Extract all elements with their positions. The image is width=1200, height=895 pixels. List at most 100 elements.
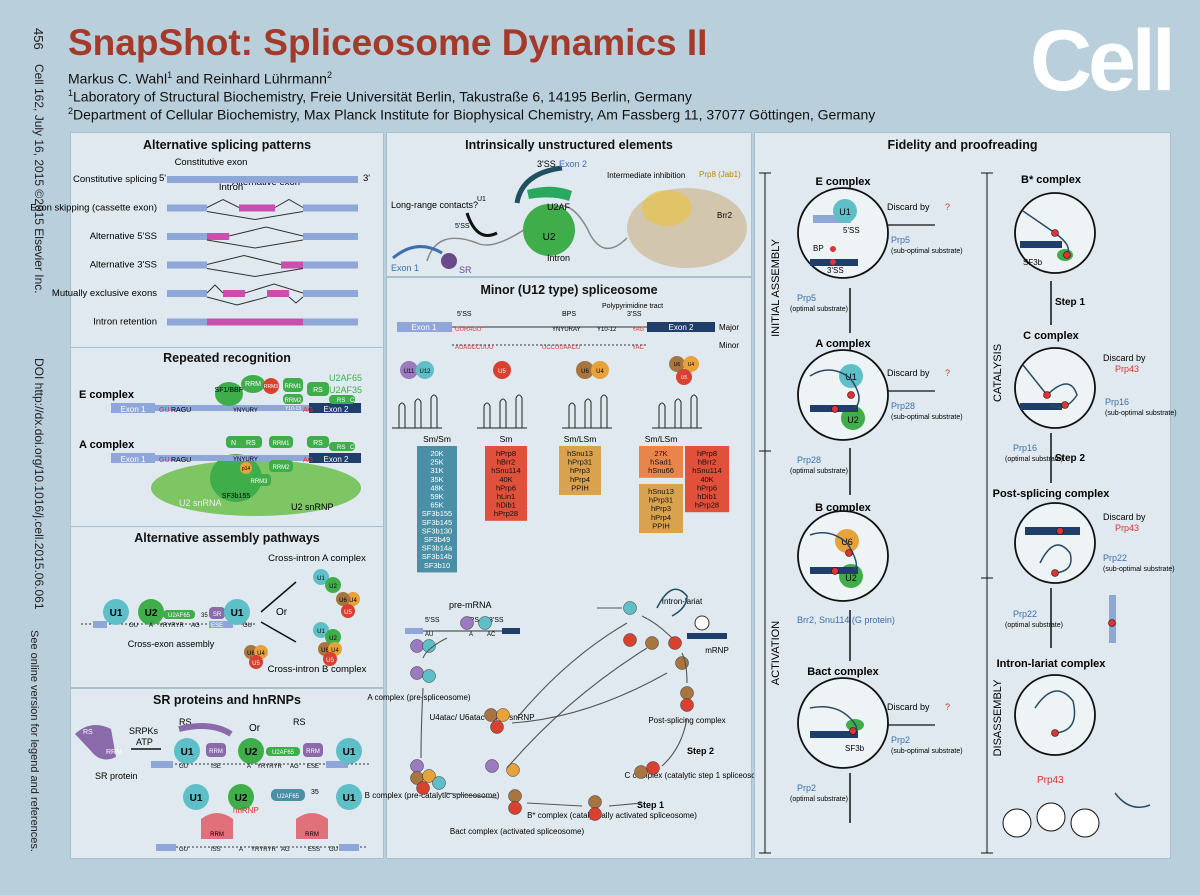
author-1: Markus C. Wahl <box>68 70 168 87</box>
snrna-stem <box>515 394 523 428</box>
alt-connector <box>206 284 224 294</box>
u2af-shape <box>527 186 572 201</box>
u1-a-label: U1 <box>110 608 123 619</box>
panel-alt-assembly: Alternative assembly pathways Cross-intr… <box>70 526 384 688</box>
snrna-stem <box>414 398 422 428</box>
protein-item: hPrp31 <box>568 458 592 467</box>
m-maj-b: YNYURAY <box>552 327 581 333</box>
free-lariat <box>1114 792 1151 808</box>
affiliation-1: 1Laboratory of Structural Biochemistry, … <box>68 88 692 105</box>
hn-u2af-label: U2AF65 <box>277 794 300 800</box>
f-e-exon1 <box>813 215 851 223</box>
cb-u1-label: U1 <box>317 629 325 635</box>
page-number: 456 <box>31 28 46 50</box>
f-a-prp28: Prp28 <box>891 401 915 411</box>
hn-u2af <box>271 789 305 801</box>
u2af-a-label: U2AF65 <box>168 613 191 619</box>
ese-a: ESE <box>211 623 223 629</box>
ci-u6-label: U6 <box>339 598 347 604</box>
f-lariat-circle <box>1014 674 1096 756</box>
rrm1-e-label: RRM1 <box>284 384 302 390</box>
mrnp-ring <box>694 615 710 631</box>
rs-e-label: RS <box>313 387 323 394</box>
f-a-q: ? <box>945 368 950 378</box>
f-bstar-exon2 <box>1020 241 1062 248</box>
rna-curve <box>809 706 858 734</box>
protein-group-header: Sm/Sm <box>423 434 451 444</box>
protein-item: 40K <box>700 475 713 484</box>
rrm3-a <box>247 474 271 486</box>
panel-fidelity: Fidelity and proofreading INITIAL ASSEMB… <box>754 132 1177 859</box>
c-u6b <box>669 356 685 372</box>
idp-sr <box>441 253 457 269</box>
cb-u6-label: U6 <box>321 648 329 654</box>
u2snrnp-label: U2 snRNP <box>291 502 334 512</box>
cy-a-complex: A complex (pre-spliceosome) <box>367 693 470 702</box>
hn-u1-b-label: U1 <box>343 793 356 804</box>
sr-rs-top2: RS <box>293 717 306 727</box>
alt-assembly-diagram: Cross-intron A complex Cross-intron B co… <box>81 553 367 675</box>
sr-rrm-left: RRM <box>106 749 122 756</box>
f-b-circle <box>797 510 889 602</box>
u2-a <box>138 599 164 625</box>
cy-bstar: B* complex (catalytically activated spli… <box>527 811 697 820</box>
cy-b-complex: B complex (pre-catalytic spliceosome) <box>365 791 500 800</box>
alt-retained-intron <box>231 318 303 326</box>
f-post-discard: Discard by <box>1103 512 1146 522</box>
u1-b <box>224 599 250 625</box>
f-c-prp43: Prp43 <box>1115 364 1139 374</box>
sr-protein-shape <box>75 725 116 760</box>
cb-u5-label: U5 <box>326 658 334 664</box>
snrna-stem <box>398 402 406 428</box>
srpks-label: SRPKs <box>129 726 159 736</box>
panel-idp: Intrinsically unstructured elements Exon… <box>386 132 752 277</box>
idp-title: Intrinsically unstructured elements <box>465 138 673 152</box>
e-rna <box>111 405 321 411</box>
lariat-loop <box>656 588 688 617</box>
affiliation-1-text: Laboratory of Structural Biochemistry, F… <box>73 88 692 105</box>
f-e-sub: (sub-optimal substrate) <box>891 248 963 255</box>
f-e-u1-label: U1 <box>839 207 851 217</box>
f-bact-sf3b-label: SF3b <box>845 744 865 753</box>
alt-connector <box>206 254 282 265</box>
sr-ese: ESE <box>307 764 319 770</box>
hn-u1-a <box>183 784 209 810</box>
sr-u1-a <box>174 738 200 764</box>
protein-group-header: Sm <box>500 434 513 444</box>
e-gu: GU <box>159 407 170 414</box>
protein-item: hLin1 <box>497 492 515 501</box>
rs-c-a-label: RS <box>337 445 345 451</box>
exon2-label: Exon 2 <box>559 159 587 169</box>
f-post-sub: (sub-optimal substrate) <box>1103 566 1175 573</box>
protein-item: SF3b49 <box>424 535 450 544</box>
m-3ss: 3'SS <box>627 311 642 318</box>
fidelity-title: Fidelity and proofreading <box>887 138 1038 152</box>
sf1-label: SF1/BBP <box>215 387 244 394</box>
alt-row-label: Intron retention <box>93 317 157 328</box>
stage-initial: INITIAL ASSEMBLY <box>770 238 782 336</box>
m-min-b: UCCUUAACU <box>542 345 580 351</box>
long-range-label: Long-range contacts? <box>391 200 478 210</box>
alt-mx-a <box>223 290 245 297</box>
cycle-arrow <box>506 647 648 769</box>
protein-item: hPrp3 <box>651 504 671 513</box>
cycle-arrow <box>420 687 424 759</box>
cy-au: AU <box>425 632 433 638</box>
rrm2-a <box>269 460 293 472</box>
ci-u2-label: U2 <box>329 584 337 590</box>
c-u5 <box>493 361 511 379</box>
u1-contact <box>465 212 498 237</box>
alt-connector <box>274 198 304 208</box>
f-c-prp16: Prp16 <box>1105 397 1129 407</box>
c-u4 <box>591 361 609 379</box>
sr-diagram: RS RRM SR protein SRPKs ATP U1 RS RRM IS… <box>75 717 371 853</box>
protein-item: 31K <box>430 466 443 475</box>
u2snrna-label: U2 snRNA <box>179 498 222 508</box>
label-intron: Intron <box>219 182 243 193</box>
f-bact-sub: (sub-optimal substrate) <box>891 748 963 755</box>
stage-disassembly: DISASSEMBLY <box>992 679 1004 756</box>
ci-u1 <box>313 569 329 585</box>
f-e-3ss-dot <box>830 259 836 265</box>
cycle-snrnp <box>675 656 689 670</box>
protein-item: hSnu13 <box>567 449 593 458</box>
